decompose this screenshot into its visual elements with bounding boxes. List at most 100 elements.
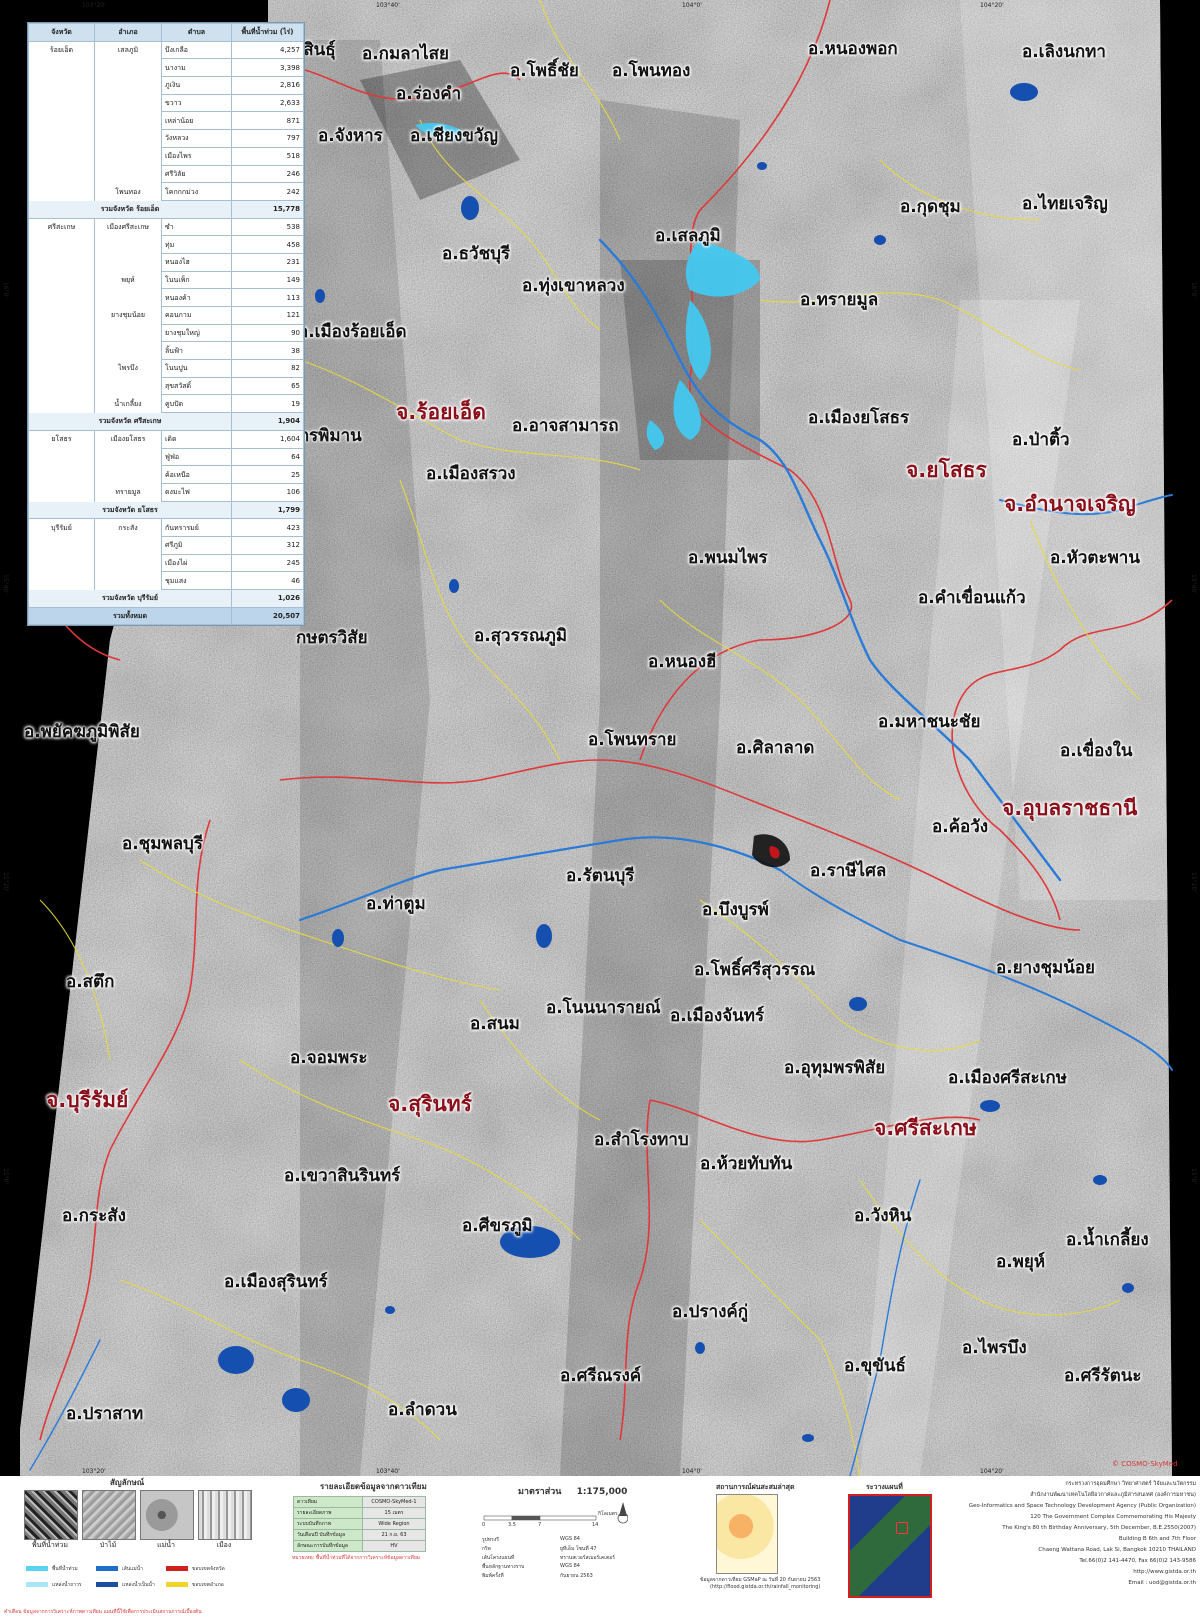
table-cell-province — [28, 111, 95, 130]
sat-info-key: วันเดือนปี บันทึกข้อมูล — [293, 1529, 363, 1541]
district-label: อ.โพธิ์ศรีสุวรรณ — [694, 960, 816, 980]
table-cell-subdistrict: ภูเงิน — [161, 76, 232, 95]
table-cell-subdistrict: โนนเพ็ก — [161, 270, 232, 290]
datum-value: ทรานสเวอร์สเมอร์เคเตอร์ — [560, 1555, 615, 1561]
table-cell-province: ร้อยเอ็ด — [28, 40, 95, 59]
district-label: อ.อาจสามารถ — [512, 416, 619, 436]
district-label: อ.เมืองศรีสะเกษ — [948, 1068, 1067, 1088]
table-cell-value: 1,604 — [231, 429, 304, 449]
table-cell-province: ยโสธร — [28, 429, 95, 448]
table-cell-province — [28, 235, 95, 254]
table-cell-province — [28, 359, 95, 378]
district-label: อ.ลำดวน — [388, 1400, 457, 1420]
table-header-row: จังหวัด อำเภอ ตำบล พื้นที่น้ำท่วม (ไร่) — [28, 23, 304, 42]
legend-swatch — [96, 1582, 118, 1587]
table-cell-subdistrict: ยางชุมใหญ่ — [161, 323, 232, 343]
table-cell-subdistrict: ศรีวิลัย — [161, 164, 232, 184]
table-cell-district — [94, 253, 162, 272]
table-cell-subdistrict: คอนกาม — [161, 306, 232, 325]
table-row: ศรีภูมิ312 — [28, 535, 304, 555]
col-province-header: จังหวัด — [28, 23, 95, 42]
thumb-river — [140, 1490, 194, 1540]
table-row: บุรีรัมย์กระสังกันทรารมย์423 — [28, 518, 304, 537]
table-cell-value: 19 — [231, 394, 304, 414]
province-label: จ.อำนาจเจริญ — [1004, 492, 1136, 516]
address-line: Geo-Informatics and Space Technology Dev… — [968, 1503, 1196, 1509]
district-label: อ.เมืองยโสธร — [808, 408, 910, 428]
subtotal-value: 1,799 — [231, 500, 304, 520]
district-label: อ.สตึก — [66, 972, 115, 992]
grat-bottom-4: 104°20' — [980, 1468, 1004, 1475]
table-cell-subdistrict: ขวาว — [161, 93, 232, 113]
subtotal-label: รวมจังหวัด ศรีสะเกษ — [28, 412, 232, 431]
subtotal-label: รวมจังหวัด ร้อยเอ็ด — [28, 199, 232, 219]
subtotal-value: 15,778 — [231, 199, 304, 219]
subtotal-label: รวมจังหวัด บุรีรัมย์ — [28, 589, 232, 608]
flood-red-mark — [769, 846, 780, 859]
subtotal-value: 1,026 — [231, 589, 304, 608]
table-cell-value: 149 — [231, 270, 304, 290]
province-label: จ.ศรีสะเกษ — [874, 1116, 977, 1140]
table-cell-value: 518 — [231, 146, 304, 166]
table-cell-value: 113 — [231, 288, 304, 307]
table-cell-value: 64 — [231, 447, 304, 467]
district-label: อ.วังหิน — [854, 1206, 912, 1226]
sat-info-value: HV — [362, 1540, 426, 1552]
district-label: อ.พยัคฆภูมิพิสัย — [24, 722, 140, 742]
sat-info-key: รายละเอียดภาพ — [293, 1507, 363, 1519]
datum-value: WGS 84 — [560, 1563, 580, 1569]
table-cell-subdistrict: หนองไฮ — [161, 252, 232, 272]
district-label: อ.กมลาไสย — [362, 44, 450, 64]
table-cell-province — [28, 536, 95, 555]
table-cell-province — [28, 341, 95, 360]
table-cell-value: 65 — [231, 376, 304, 396]
legend-swatch — [26, 1566, 48, 1571]
table-cell-district — [94, 377, 162, 395]
table-row: ยางชุมใหญ่90 — [28, 323, 304, 343]
sat-info-key: ลักษณะการบันทึกข้อมูล — [293, 1540, 363, 1552]
table-cell-district — [94, 341, 162, 360]
district-label: อ.ยางชุมน้อย — [996, 958, 1096, 978]
district-label: อ.เชียงขวัญ — [410, 126, 498, 146]
district-label: อ.โพนทอง — [612, 61, 691, 81]
grat-left-2: 15°40' — [2, 574, 9, 594]
scale-tick-1: 3.5 — [508, 1522, 516, 1528]
district-label: อ.น้ำเกลี้ยง — [1066, 1230, 1149, 1250]
col-subdistrict-header: ตำบล — [161, 23, 232, 42]
table-cell-district: กระสัง — [94, 518, 162, 537]
table-cell-province — [28, 129, 95, 148]
district-label: อ.โพธิ์ชัย — [510, 61, 579, 81]
scale-value: 1:175,000 — [576, 1487, 628, 1497]
sat-info-value: 15 เมตร — [362, 1507, 426, 1519]
table-cell-value: 25 — [231, 465, 304, 484]
district-label: อ.หัวตะพาน — [1050, 548, 1140, 568]
grat-right-2: 15°40' — [1190, 574, 1197, 594]
table-cell-subdistrict: ค้อเหนือ — [161, 465, 232, 484]
table-cell-district — [94, 129, 162, 148]
district-label: อ.ป่าติ้ว — [1012, 430, 1070, 450]
table-cell-subdistrict: เมืองไผ่ — [161, 553, 232, 573]
district-label: อ.เมืองร้อยเอ็ด — [298, 322, 407, 342]
district-label: อ.จอมพระ — [290, 1048, 368, 1068]
district-label: อ.บึงบูรพ์ — [702, 900, 769, 920]
rain-map — [716, 1494, 778, 1574]
table-cell-district — [94, 111, 162, 130]
grat-left-3: 15°20' — [2, 872, 9, 892]
table-cell-district — [94, 76, 162, 95]
district-label: อ.ขุขันธ์ — [844, 1356, 906, 1376]
district-label: อ.ร่องคำ — [396, 84, 462, 104]
legend-swatch — [96, 1566, 118, 1571]
copyright-text: © COSMO-SkyMed — [1112, 1460, 1178, 1468]
table-cell-subdistrict: ชุมแสง — [161, 571, 232, 590]
table-cell-district — [94, 165, 162, 183]
